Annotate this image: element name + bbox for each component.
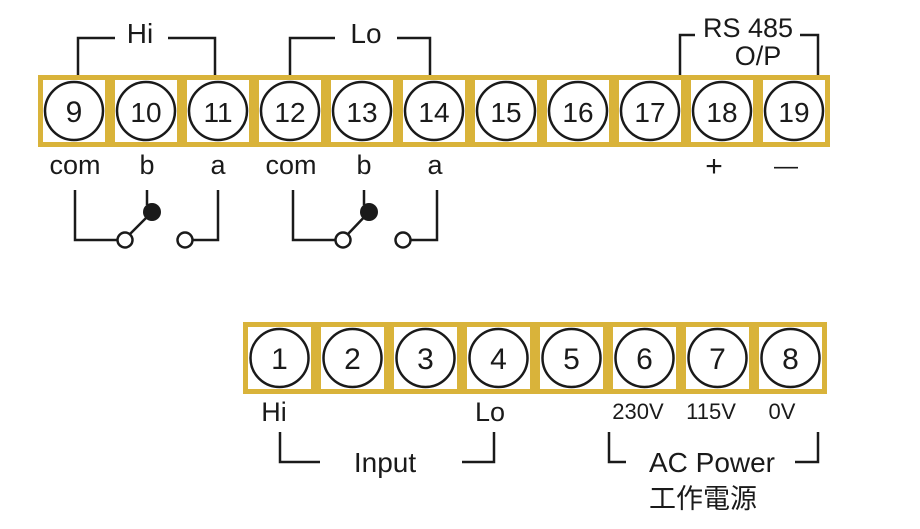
top-terminal-14: 14 (398, 75, 470, 147)
top-terminal-screw-circle (259, 80, 321, 142)
bottom-terminal-2: 2 (316, 322, 389, 394)
ac-bracket-right (795, 432, 820, 464)
top-terminal-screw-circle (331, 80, 393, 142)
top-terminal-number: 13 (346, 97, 377, 128)
top-terminal-10: 10 (110, 75, 182, 147)
top-terminal-screw-circle (475, 80, 537, 142)
hi-com-label: com (49, 150, 100, 180)
bottom-terminal-screw-circle (687, 327, 748, 389)
lo-relay-contact-symbol (291, 190, 439, 249)
lo-relay-group-label: Lo (350, 18, 381, 49)
bottom-terminal-number: 8 (782, 343, 799, 376)
top-terminal-13: 13 (326, 75, 398, 147)
bottom-terminal-number: 7 (709, 343, 726, 376)
top-terminal-number: 11 (203, 97, 232, 128)
rs485-bracket-right (800, 33, 820, 75)
top-terminal-number: 17 (634, 97, 665, 128)
bottom-terminal-number: 5 (563, 343, 580, 376)
top-terminal-number: 19 (778, 97, 809, 128)
top-terminal-number: 16 (562, 97, 593, 128)
bottom-terminal-screw-circle (395, 327, 456, 389)
top-terminal-number: 10 (130, 97, 161, 128)
ac-power-group-label: AC Power (649, 447, 775, 478)
top-terminal-9: 9 (38, 75, 110, 147)
lo-com-label: com (265, 150, 316, 180)
bottom-terminal-screw-circle (249, 327, 310, 389)
top-terminal-11: 11 (182, 75, 254, 147)
hi-a-label: a (210, 150, 226, 180)
ac-power-chinese-label: 工作電源 (649, 484, 757, 514)
lo-relay-pivot-dot (360, 203, 378, 221)
bottom-terminal-number: 2 (344, 343, 361, 376)
top-terminal-15: 15 (470, 75, 542, 147)
hi-relay-group-label: Hi (127, 18, 153, 49)
ac-230v-label: 230V (612, 399, 664, 424)
input-group-label: Input (354, 447, 416, 478)
bottom-terminal-4: 4 (462, 322, 535, 394)
top-terminal-number: 18 (706, 97, 737, 128)
top-terminal-number: 12 (274, 97, 305, 128)
top-terminal-16: 16 (542, 75, 614, 147)
top-terminal-screw-circle (403, 80, 465, 142)
ac-0v-label: 0V (769, 399, 796, 424)
top-terminal-screw-circle (763, 80, 825, 142)
bottom-terminal-screw-circle (614, 327, 675, 389)
top-terminal-number: 14 (418, 97, 449, 128)
lo-bracket-left (288, 36, 335, 75)
bottom-terminal-5: 5 (535, 322, 608, 394)
bottom-group-brackets (278, 432, 820, 464)
top-terminal-screw-circle (43, 80, 105, 142)
top-terminal-19: 19 (758, 75, 830, 147)
top-terminal-screw-circle (187, 80, 249, 142)
bottom-terminal-1: 1 (243, 322, 316, 394)
top-terminal-12: 12 (254, 75, 326, 147)
hi-relay-pivot-dot (143, 203, 161, 221)
hi-relay-contact-symbol (73, 190, 220, 249)
bottom-terminal-8: 8 (754, 322, 827, 394)
hi-b-label: b (139, 150, 154, 180)
top-terminal-screw-circle (547, 80, 609, 142)
ac-bracket-left (607, 432, 626, 464)
hi-bracket-left (76, 36, 115, 75)
bottom-terminal-3: 3 (389, 322, 462, 394)
top-terminal-17: 17 (614, 75, 686, 147)
bottom-terminal-6: 6 (608, 322, 681, 394)
lo-b-label: b (356, 150, 371, 180)
bottom-terminal-screw-circle (760, 327, 821, 389)
rs485-label-line1: RS 485 (703, 13, 793, 43)
rs485-minus-label: — (774, 153, 798, 180)
top-terminal-screw-circle (115, 80, 177, 142)
bottom-terminal-number: 6 (636, 343, 653, 376)
bottom-terminal-number: 4 (490, 343, 507, 376)
rs485-plus-label: + (705, 150, 723, 183)
input-hi-label: Hi (261, 397, 287, 427)
top-terminal-number: 15 (490, 97, 521, 128)
lo-bracket-right (397, 36, 432, 75)
lo-a-label: a (427, 150, 443, 180)
bottom-terminal-number: 1 (271, 343, 288, 376)
top-group-brackets (76, 33, 820, 75)
top-terminal-number: 9 (66, 96, 83, 129)
bottom-terminal-screw-circle (468, 327, 529, 389)
bottom-terminal-screw-circle (322, 327, 383, 389)
top-terminal-screw-circle (691, 80, 753, 142)
bottom-terminal-strip: 1 2 3 4 5 6 7 8 (243, 322, 827, 394)
rs485-bracket-left (678, 33, 695, 75)
bottom-terminal-7: 7 (681, 322, 754, 394)
top-terminal-screw-circle (619, 80, 681, 142)
top-terminal-strip: 9 10 11 12 13 14 15 16 17 18 19 (38, 75, 830, 147)
input-lo-label: Lo (475, 397, 505, 427)
top-terminal-18: 18 (686, 75, 758, 147)
ac-115v-label: 115V (686, 399, 736, 424)
rs485-label-line2: O/P (735, 41, 782, 71)
input-bracket-right (462, 432, 496, 464)
input-bracket-left (278, 432, 320, 464)
bottom-terminal-number: 3 (417, 343, 434, 376)
hi-bracket-right (168, 36, 217, 75)
bottom-terminal-screw-circle (541, 327, 602, 389)
